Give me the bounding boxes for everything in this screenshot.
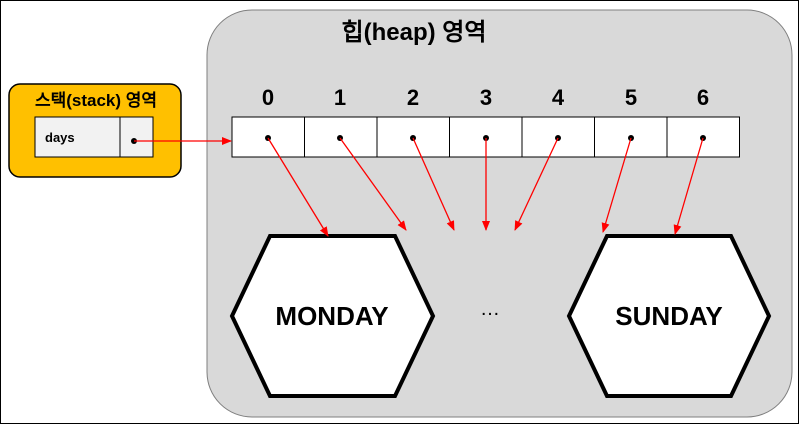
arrow-0-to-monday: [267, 137, 329, 237]
array-index-0: 0: [262, 85, 274, 110]
array-index-1: 1: [334, 85, 346, 110]
days-variable-name-cell: [34, 116, 121, 158]
arrow-6-to-sunday: [673, 137, 704, 235]
array-index-2: 2: [407, 85, 419, 110]
sunday-hexagon: [566, 234, 772, 398]
monday-label: MONDAY: [275, 301, 388, 331]
days-reference-cell: [119, 116, 154, 158]
ellipsis-label: …: [480, 298, 500, 320]
array-index-5: 5: [625, 85, 637, 110]
stack-title: 스택(stack) 영역: [35, 91, 157, 110]
monday-hexagon: [229, 234, 436, 398]
arrow-2: [412, 137, 455, 231]
heap-title: 힙(heap) 영역: [342, 19, 487, 46]
days-variable-label: days: [45, 130, 75, 145]
arrow-5-to-sunday: [601, 137, 632, 233]
sunday-label: SUNDAY: [615, 301, 722, 331]
array-index-labels: 0 1 2 3 4 5 6: [262, 85, 709, 110]
array-index-4: 4: [552, 85, 565, 110]
reference-arrows: [134, 137, 704, 237]
array-index-6: 6: [697, 85, 709, 110]
array-index-3: 3: [480, 85, 492, 110]
arrow-4: [514, 137, 559, 231]
arrow-1-to-monday: [339, 137, 407, 231]
